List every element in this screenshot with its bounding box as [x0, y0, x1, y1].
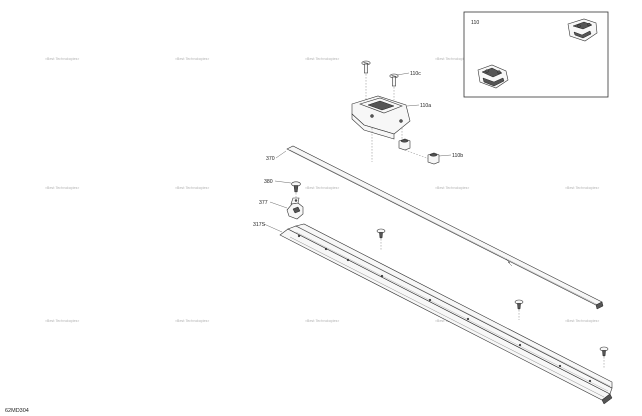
watermark: «Best Technologies»	[175, 186, 209, 190]
screw-110c-left	[361, 60, 371, 100]
fastener-380	[291, 181, 301, 200]
callout-317S: 317S	[253, 222, 266, 228]
assembled-clamp-illustration	[477, 64, 509, 89]
watermark: «Best Technologies»	[305, 186, 339, 190]
watermark: «Best Technologies»	[305, 57, 339, 61]
inset-assembly-box: 110	[463, 11, 609, 98]
callout-380: 380	[264, 179, 273, 185]
watermark: «Best Technologies»	[45, 186, 79, 190]
bracket-377	[286, 197, 304, 220]
clamp-housing-110a	[351, 95, 411, 140]
screw-110c-right	[389, 73, 399, 100]
nut-110b-right	[427, 152, 440, 165]
strip-370	[286, 145, 604, 310]
watermark: «Best Technologies»	[565, 319, 599, 323]
callout-110c: 110c	[410, 71, 421, 77]
watermark: «Best Technologies»	[175, 319, 209, 323]
callout-110: 110	[471, 20, 479, 26]
watermark: «Best Technologies»	[565, 186, 599, 190]
rail-317S	[279, 223, 613, 405]
assembled-clamp-illustration	[567, 18, 598, 42]
rail-fastener	[376, 228, 386, 250]
rail-fastener	[514, 299, 524, 320]
watermark: «Best Technologies»	[305, 319, 339, 323]
watermark: «Best Technologies»	[435, 186, 469, 190]
callout-110a: 110a	[420, 103, 431, 109]
diagram-code: 62MD304	[5, 408, 29, 414]
watermark: «Best Technologies»	[175, 57, 209, 61]
nut-110b-left	[398, 138, 411, 151]
rail-fastener	[599, 346, 609, 368]
watermark: «Best Technologies»	[45, 57, 79, 61]
watermark: «Best Technologies»	[45, 319, 79, 323]
callout-377: 377	[259, 200, 268, 206]
callout-370: 370	[266, 156, 275, 162]
watermark: «Best Technologies»	[435, 57, 469, 61]
callout-110b: 110b	[452, 153, 463, 159]
